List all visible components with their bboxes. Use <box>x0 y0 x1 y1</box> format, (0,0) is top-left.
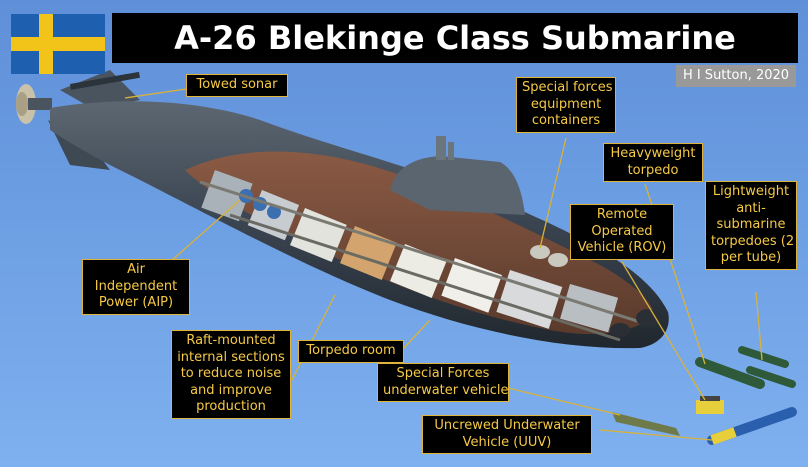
label-aip: Air Independent Power (AIP) <box>82 259 190 315</box>
label-line: submarine <box>716 217 786 232</box>
propeller <box>16 84 52 124</box>
label-line: Raft-mounted <box>186 333 276 348</box>
label-line: internal sections <box>177 349 285 365</box>
label-line: Lightweight <box>712 184 790 199</box>
label-uuv: Uncrewed Underwater Vehicle (UUV) <box>422 415 592 454</box>
label-heavyweight-torpedo: Heavyweight torpedo <box>603 143 703 182</box>
label-line: equipment <box>530 96 602 112</box>
interior-sections <box>199 170 641 342</box>
label-line: Special forces <box>522 80 613 95</box>
label-line: Operated <box>591 223 653 239</box>
label-line: production <box>196 399 266 414</box>
title-bar: A-26 Blekinge Class Submarine <box>112 13 798 63</box>
page-title: A-26 Blekinge Class Submarine <box>174 19 736 57</box>
label-rov: Remote Operated Vehicle (ROV) <box>570 204 674 260</box>
label-line: to reduce noise <box>180 366 282 381</box>
label-line: Independent <box>94 278 178 294</box>
label-torpedo-room: Torpedo room <box>298 340 404 363</box>
label-line: Vehicle (ROV) <box>577 240 667 255</box>
special-forces-vehicle <box>612 412 680 436</box>
label-line: Power (AIP) <box>98 295 174 310</box>
sail <box>390 136 525 215</box>
heavyweight-torpedo <box>695 357 765 389</box>
label-line: anti- <box>736 200 766 216</box>
label-line: containers <box>531 113 601 128</box>
label-towed-sonar: Towed sonar <box>186 74 288 97</box>
rov <box>696 396 724 414</box>
label-line: per tube) <box>720 250 782 265</box>
lightweight-torpedoes <box>738 346 796 388</box>
label-line: torpedo <box>627 162 679 178</box>
label-text: Torpedo room <box>306 343 396 358</box>
label-line: Special Forces <box>396 366 490 381</box>
sweden-flag <box>11 14 105 74</box>
label-line: Heavyweight <box>610 146 696 161</box>
label-lightweight-torpedoes: Lightweight anti- submarine torpedoes (2… <box>705 181 797 270</box>
label-raft-mounted: Raft-mounted internal sections to reduce… <box>171 330 291 419</box>
label-line: underwater vehicle <box>383 382 509 398</box>
uuv <box>707 407 797 445</box>
label-line: torpedoes (2 <box>711 233 795 249</box>
label-line: Remote <box>596 207 648 222</box>
leader-lines <box>124 88 763 441</box>
label-line: Vehicle (UUV) <box>462 434 552 450</box>
label-text: Towed sonar <box>196 77 278 92</box>
label-special-forces-vehicle: Special Forces underwater vehicle <box>377 363 509 402</box>
credit-badge: H I Sutton, 2020 <box>676 65 796 87</box>
label-line: Air <box>127 262 145 277</box>
towed-sonar-dispenser <box>69 71 140 90</box>
label-line: Uncrewed Underwater <box>434 418 580 433</box>
label-special-forces-containers: Special forces equipment containers <box>516 77 616 133</box>
label-line: and improve <box>190 382 272 398</box>
torpedo-tubes <box>530 245 660 337</box>
